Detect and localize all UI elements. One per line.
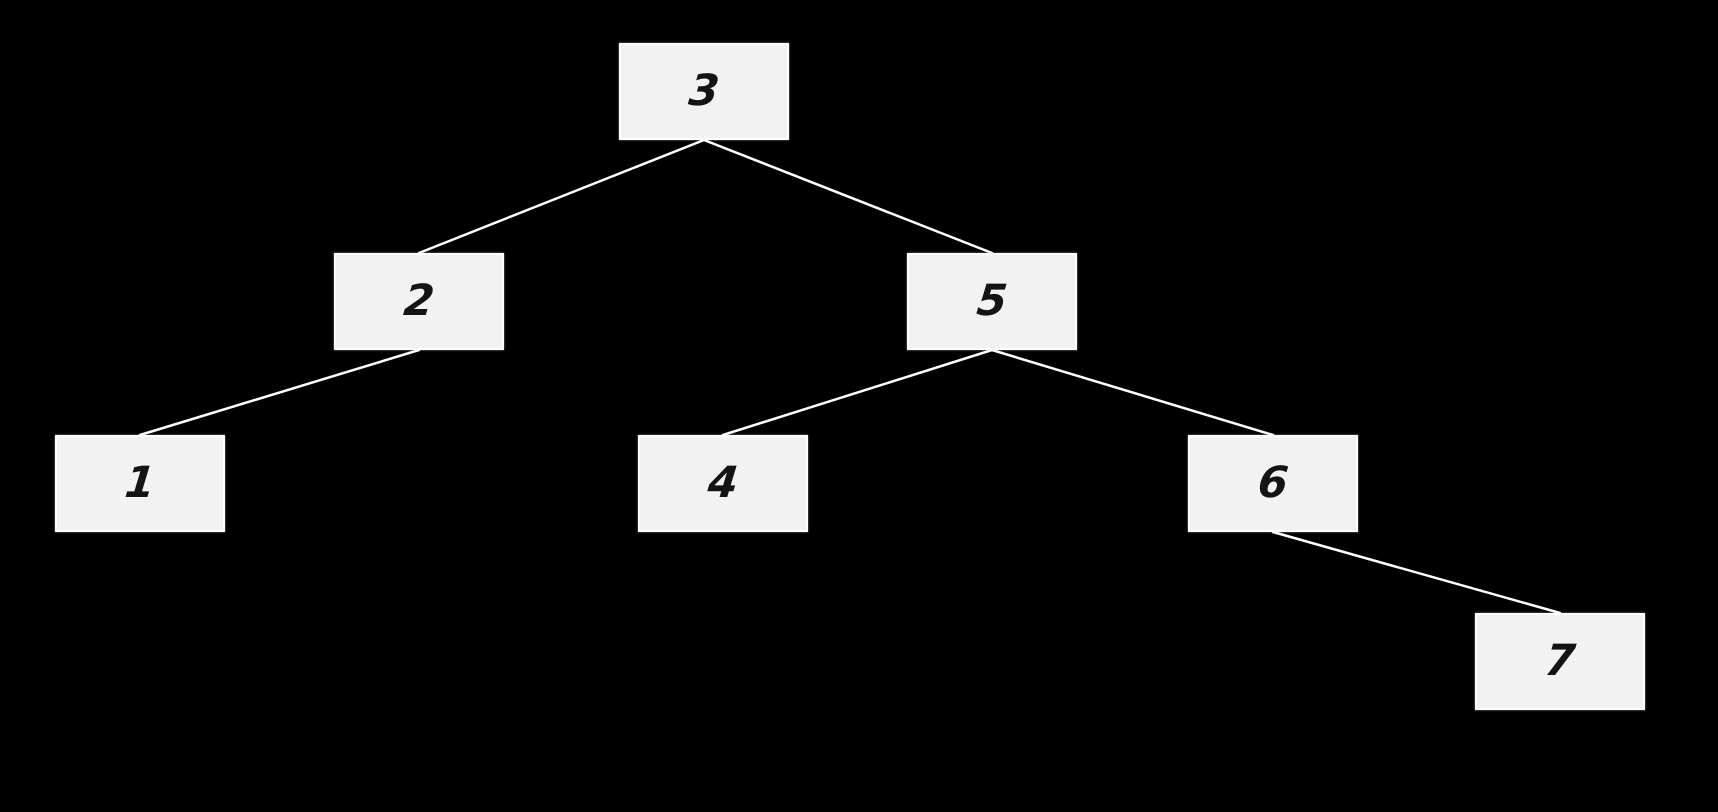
- tree-edge-5-4: [721, 348, 994, 437]
- tree-node-7[interactable]: 7: [1475, 613, 1645, 710]
- node-value: 1: [122, 458, 158, 508]
- tree-edge-3-5: [702, 138, 994, 255]
- node-value: 5: [974, 276, 1010, 326]
- tree-node-1[interactable]: 1: [55, 435, 225, 532]
- tree-edge-5-6: [990, 348, 1275, 437]
- tree-edge-3-2: [417, 138, 706, 255]
- tree-edge-2-1: [138, 348, 421, 437]
- tree-node-4[interactable]: 4: [638, 435, 808, 532]
- node-value: 2: [401, 276, 437, 326]
- node-value: 6: [1255, 458, 1291, 508]
- tree-node-5[interactable]: 5: [907, 253, 1077, 350]
- tree-node-3[interactable]: 3: [619, 43, 789, 140]
- node-value: 3: [686, 66, 722, 116]
- tree-node-6[interactable]: 6: [1188, 435, 1358, 532]
- node-value: 7: [1542, 636, 1578, 686]
- tree-node-2[interactable]: 2: [334, 253, 504, 350]
- tree-edge-6-7: [1271, 530, 1562, 615]
- node-value: 4: [705, 458, 741, 508]
